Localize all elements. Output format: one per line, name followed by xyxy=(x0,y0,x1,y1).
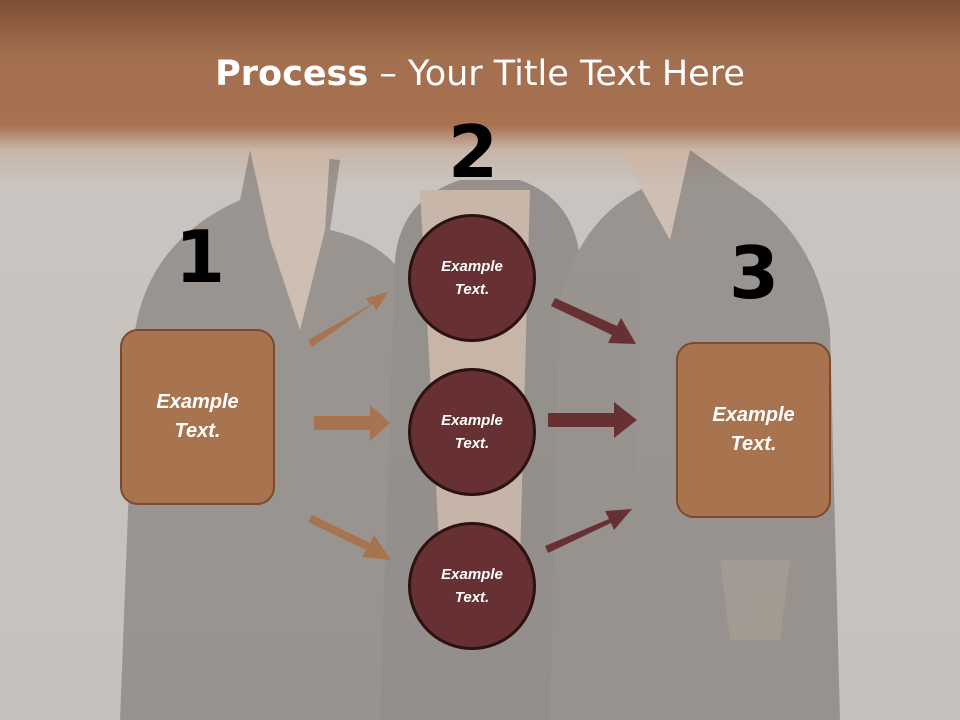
arrow-left-up xyxy=(308,292,388,347)
circle-middle: Example Text. xyxy=(408,368,536,496)
circle-bottom: Example Text. xyxy=(408,522,536,650)
left-box: Example Text. xyxy=(120,329,275,505)
circle-bottom-text: Example Text. xyxy=(441,566,503,606)
step-number-2: 2 xyxy=(447,110,499,194)
title-rest: – Your Title Text Here xyxy=(368,54,745,94)
page-title: Process – Your Title Text Here xyxy=(0,52,960,96)
left-box-text: Example Text. xyxy=(156,391,239,442)
circle-top-text: Example Text. xyxy=(441,258,503,298)
circle-top: Example Text. xyxy=(408,214,536,342)
circle-middle-text: Example Text. xyxy=(441,412,503,452)
arrow-right-down xyxy=(551,298,636,344)
step-number-1: 1 xyxy=(174,215,226,299)
right-box: Example Text. xyxy=(676,342,831,518)
arrow-right-up xyxy=(545,509,632,553)
arrow-left-middle xyxy=(314,405,390,441)
arrow-left-down xyxy=(308,515,391,560)
right-box-text: Example Text. xyxy=(712,404,795,455)
title-bold: Process xyxy=(215,54,369,94)
arrow-right-middle xyxy=(548,402,637,438)
step-number-3: 3 xyxy=(728,231,780,315)
